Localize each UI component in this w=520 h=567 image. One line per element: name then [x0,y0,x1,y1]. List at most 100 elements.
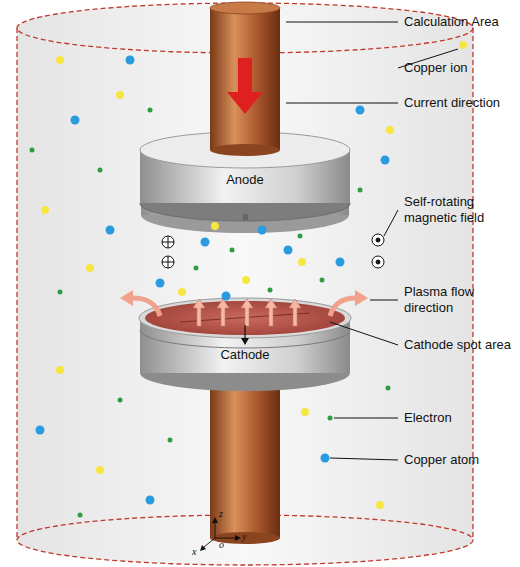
field-symbol [376,238,380,242]
copper-atom [146,496,155,505]
copper-atom [284,246,293,255]
plasma-arrow [241,299,253,326]
axis-label: z [219,508,231,520]
copper-ion [242,276,250,284]
copper-ion [301,408,309,416]
plasma-arrow [193,299,205,326]
copper-atom [201,238,210,247]
electron [328,416,333,421]
plasma-arrow [289,299,301,326]
callout-label: Copper atom [404,452,516,468]
copper-atom [156,279,165,288]
electron [320,278,325,283]
copper-ion [376,501,384,509]
copper-atom [258,226,267,235]
electron [358,188,363,193]
copper-ion [116,91,124,99]
copper-ion [41,206,49,214]
copper-atom [321,454,330,463]
callout-label: Cathode spot area [404,337,516,353]
axis-line [204,538,215,547]
leader-line [286,22,398,23]
pointer-arrow [244,325,245,340]
copper-ion [96,466,104,474]
leader-line [384,210,398,236]
field-into-page [162,236,174,268]
axis-label: x [192,546,204,558]
axis-head [235,535,241,541]
pointer-arrow [241,338,249,345]
axis-label: y [242,531,254,543]
callout-label: Plasma flow direction [404,284,516,316]
copper-atoms [36,56,390,505]
electron [78,513,83,518]
copper-ion [386,126,394,134]
copper-atom [222,292,231,301]
electron [230,248,235,253]
electron [118,398,123,403]
electrode-label: Cathode [195,347,295,363]
field-symbol [162,256,174,268]
field-symbol [162,236,174,248]
plasma-arrow [217,299,229,326]
callout-label: Current direction [404,95,516,111]
electrode-label: Anode [195,172,295,188]
copper-atom [36,426,45,435]
field-symbol [168,256,169,268]
leader-line [330,322,398,345]
electron [148,108,153,113]
copper-atom [106,226,115,235]
copper-atom [356,106,365,115]
plasma-arrow [265,299,277,326]
leader-lines [286,22,458,460]
electron [298,234,303,239]
plasma-curve-arrow [132,298,160,316]
copper-atom [71,116,80,125]
field-out-of-page [372,234,384,268]
axis-head [212,517,218,523]
axis-head [200,545,206,551]
leader-line [286,103,398,104]
copper-ion [211,222,219,230]
leader-line [334,418,398,419]
plasma-curve-arrow [355,290,368,306]
copper-rod [210,2,280,14]
plasma-curve-arrow [120,290,133,306]
field-symbol [372,234,384,246]
plasma-arrows [193,299,301,326]
callout-label: Self-rotating magnetic field [404,194,516,226]
callout-label: Copper ion [404,60,516,76]
copper-rod [210,8,280,150]
copper-ion [298,258,306,266]
copper-ion [56,366,64,374]
copper-ion [56,56,64,64]
electrons [30,108,391,518]
field-symbol [372,256,384,268]
copper-rod [210,144,280,156]
electron [268,288,273,293]
field-symbol [376,260,380,264]
copper-ions [41,41,467,509]
anode-slot [243,214,248,220]
leader-line [330,458,398,460]
copper-atom [336,258,345,267]
current-arrow [227,58,263,114]
electron [58,290,63,295]
axis-label: o [219,539,231,551]
leader-line [370,300,398,301]
copper-atom [126,56,135,65]
copper-atom [381,156,390,165]
axis-line [215,538,236,539]
copper-rod [210,373,280,538]
copper-ion [178,288,186,296]
callout-label: Electron [404,410,516,426]
field-symbol [168,236,169,248]
copper-ion [86,264,94,272]
plasma-curve-arrow [330,298,356,316]
callout-label: Calculation Area [404,14,516,30]
copper-ion [459,41,467,49]
electron [168,438,173,443]
anode-edge [140,203,350,221]
